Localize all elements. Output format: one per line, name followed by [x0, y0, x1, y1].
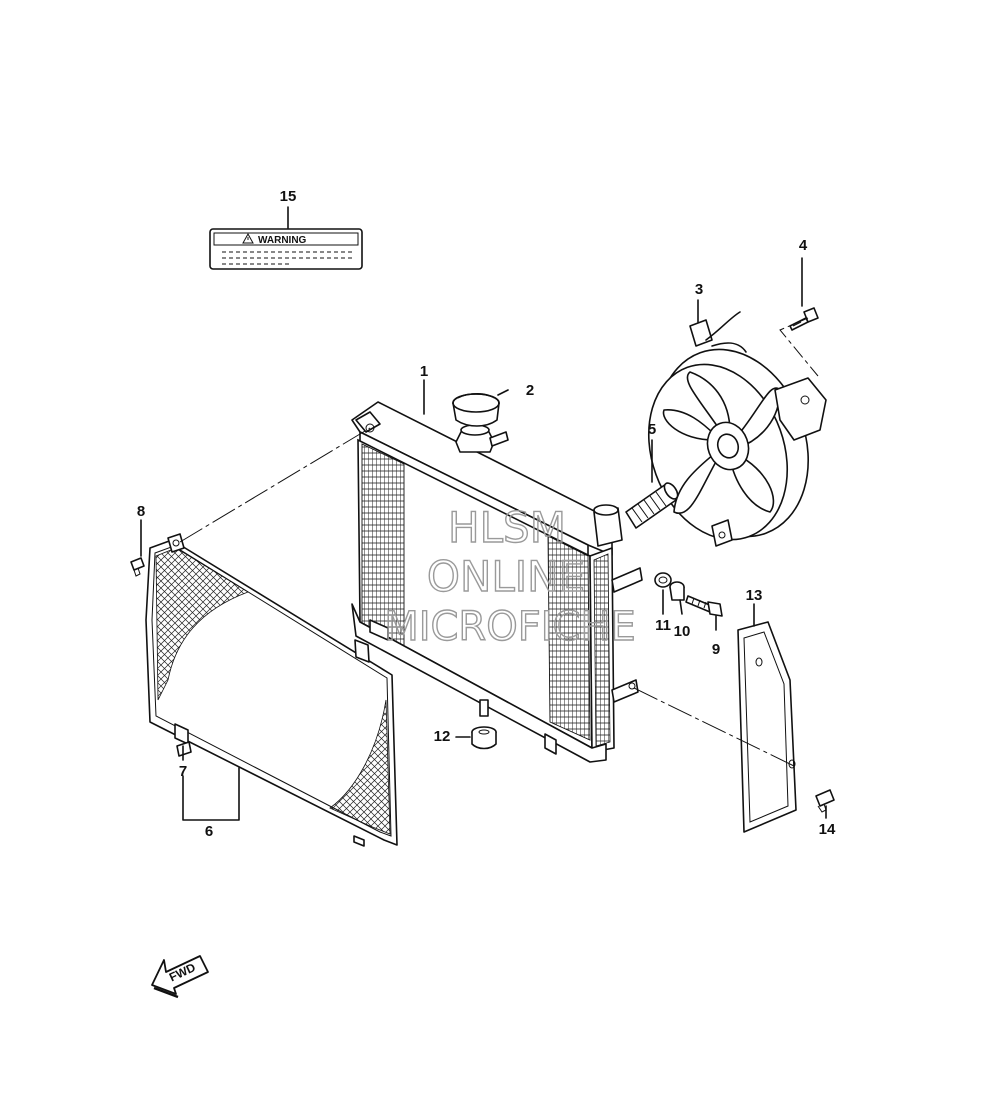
- watermark-line-1: HLSM: [448, 503, 566, 552]
- cushion-part[interactable]: [654, 572, 672, 588]
- collar-part[interactable]: [669, 581, 685, 601]
- callout-4: 4: [799, 237, 808, 254]
- radiator-part[interactable]: [351, 401, 643, 763]
- callout-6: 6: [205, 823, 213, 840]
- hose-part[interactable]: [625, 481, 680, 529]
- cooling-fan-part[interactable]: [625, 311, 833, 559]
- callout-14: 14: [819, 821, 836, 838]
- forward-direction-arrow: FWD: [151, 955, 209, 999]
- bracket-bolt-part[interactable]: [685, 595, 723, 617]
- callout-12: 12: [434, 728, 451, 745]
- callout-9: 9: [712, 641, 720, 658]
- watermark-line-2: ONLINE: [427, 552, 585, 601]
- callout-8: 8: [137, 503, 145, 520]
- watermark-line-3: MICROFICHE: [384, 604, 636, 650]
- watermark: HLSM ONLINE MICROFICHE: [383, 502, 636, 650]
- screw-part[interactable]: [130, 557, 145, 577]
- callout-3: 3: [695, 281, 703, 298]
- warning-label-text: WARNING: [258, 235, 307, 246]
- clip-bolt-part[interactable]: [815, 789, 835, 813]
- grommet-part[interactable]: [471, 726, 497, 750]
- callout-numbers: 15 1 2 3 4 5 8 7 6 11 10 9 12 13 14: [137, 188, 836, 840]
- cover-plate-part[interactable]: [737, 621, 797, 833]
- callout-5: 5: [648, 421, 656, 438]
- callout-10: 10: [674, 623, 691, 640]
- callout-13: 13: [746, 587, 763, 604]
- fan-bolt-part[interactable]: [789, 307, 819, 331]
- callout-2: 2: [526, 382, 534, 399]
- callout-7: 7: [179, 763, 187, 780]
- callout-11: 11: [655, 617, 671, 634]
- callout-1: 1: [420, 363, 428, 380]
- leader-lines: [140, 206, 827, 821]
- radiator-cap-part[interactable]: [452, 393, 500, 427]
- clip-part[interactable]: [176, 741, 192, 757]
- warning-label-part[interactable]: WARNING: [209, 228, 363, 270]
- alignment-lines: [179, 317, 819, 767]
- callout-15: 15: [280, 188, 297, 205]
- radiator-shroud-part[interactable]: [145, 533, 398, 847]
- warning-triangle-icon: [242, 232, 254, 244]
